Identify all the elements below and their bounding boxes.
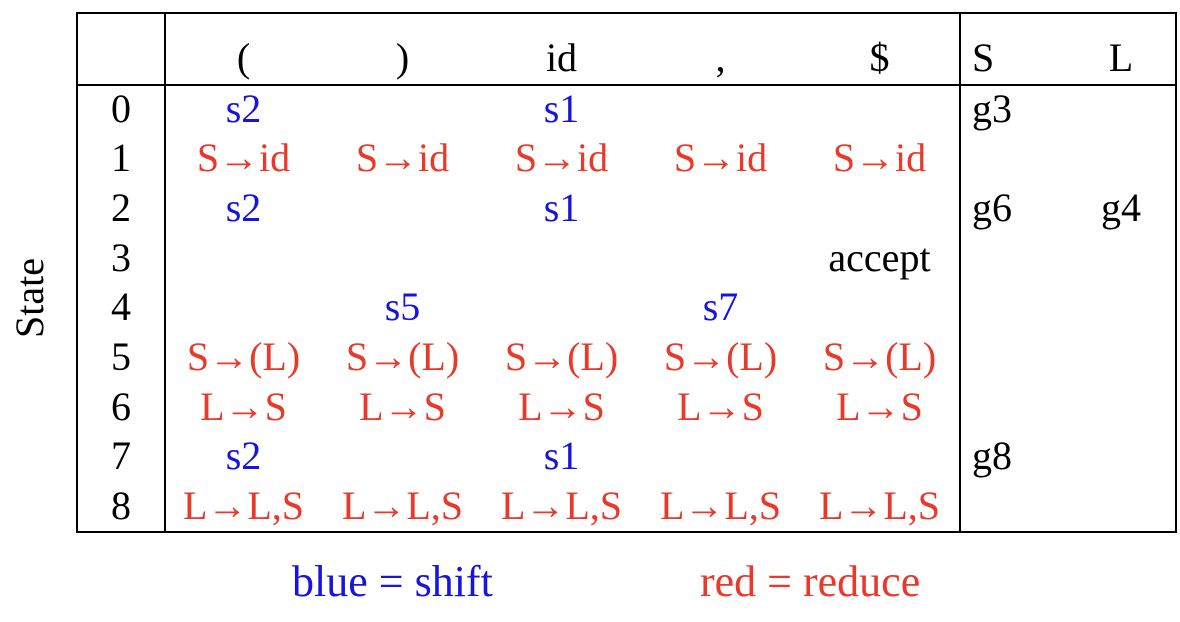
action-cell-6-1: L→S [359,383,446,429]
action-cell-6-3: L→S [677,383,764,429]
goto-cell-0-0: g3 [972,85,1012,131]
action-cell-8-3: L→L,S [659,483,782,529]
state-column-divider [164,14,166,531]
state-number-6: 6 [111,383,131,429]
state-number-5: 5 [111,334,131,380]
state-row-4: 4 s5 s7 [78,283,1175,333]
action-cell-0-0: s2 [225,85,262,131]
action-cell-1-1: S→id [355,135,450,181]
action-cell-8-2: L→L,S [500,483,623,529]
terminal-header-2: id [545,35,578,80]
state-number-7: 7 [111,433,131,479]
goto-cell-2-0: g6 [972,185,1012,231]
state-number-2: 2 [111,185,131,231]
action-cell-8-0: L→L,S [182,483,305,529]
legend-reduce-label: red = reduce [700,557,921,606]
state-row-3: 3 accept [78,233,1175,283]
action-cell-1-2: S→id [514,135,609,181]
terminal-header-0: ( [236,35,251,80]
action-cell-2-0: s2 [225,185,262,231]
action-cell-5-1: S→(L) [345,334,460,380]
terminal-header-4: $ [869,35,890,80]
state-axis-label: State [7,258,52,338]
goto-cell-2-1: g4 [1101,185,1141,231]
state-row-8: 8 L→L,S L→L,S L→L,S L→L,S L→L,S [78,481,1175,531]
action-cell-8-4: L→L,S [818,483,941,529]
state-number-1: 1 [111,135,131,181]
state-number-8: 8 [111,483,131,529]
state-row-1: 1 S→id S→id S→id S→id S→id [78,134,1175,184]
action-cell-2-2: s1 [543,185,580,231]
goto-section-divider [959,14,961,531]
state-number-4: 4 [111,284,131,330]
lr-parse-table: () id, $ S L 0 s2 s1 g3 1 S→id S→id S→id S→id S→id 2 s2… [76,12,1177,533]
header-row: () id, $ S L [78,14,1175,84]
nonterminal-header-0: S [972,35,995,80]
state-row-6: 6 L→S L→S L→S L→S L→S [78,382,1175,432]
action-cell-8-1: L→L,S [341,483,464,529]
action-cell-4-3: s7 [702,284,739,330]
action-cell-3-4: accept [828,234,931,280]
action-cell-1-0: S→id [196,135,291,181]
state-number-3: 3 [111,234,131,280]
state-row-0: 0 s2 s1 g3 [78,84,1175,134]
header-underline [78,84,1175,86]
action-cell-1-4: S→id [832,135,927,181]
action-cell-6-0: L→S [200,383,287,429]
action-cell-5-2: S→(L) [504,334,619,380]
action-cell-6-2: L→S [518,383,605,429]
action-cell-7-2: s1 [543,433,580,479]
goto-cell-7-0: g8 [972,433,1012,479]
action-cell-1-3: S→id [673,135,768,181]
terminal-header-3: , [715,35,726,80]
state-row-5: 5 S→(L) S→(L) S→(L) S→(L) S→(L) [78,332,1175,382]
legend-shift-label: blue = shift [292,557,493,606]
action-cell-5-0: S→(L) [186,334,301,380]
nonterminal-header-1: L [1108,35,1134,80]
action-cell-7-0: s2 [225,433,262,479]
action-cell-4-1: s5 [384,284,421,330]
action-cell-0-2: s1 [543,85,580,131]
state-row-7: 7 s2 s1 g8 [78,432,1175,482]
terminal-header-1: ) [395,35,410,80]
action-cell-5-4: S→(L) [822,334,937,380]
table-body: 0 s2 s1 g3 1 S→id S→id S→id S→id S→id 2 s2 s1 g6 g4 3 ac… [78,84,1175,531]
state-row-2: 2 s2 s1 g6 g4 [78,183,1175,233]
action-cell-6-4: L→S [836,383,923,429]
action-cell-5-3: S→(L) [663,334,778,380]
state-number-0: 0 [111,85,131,131]
